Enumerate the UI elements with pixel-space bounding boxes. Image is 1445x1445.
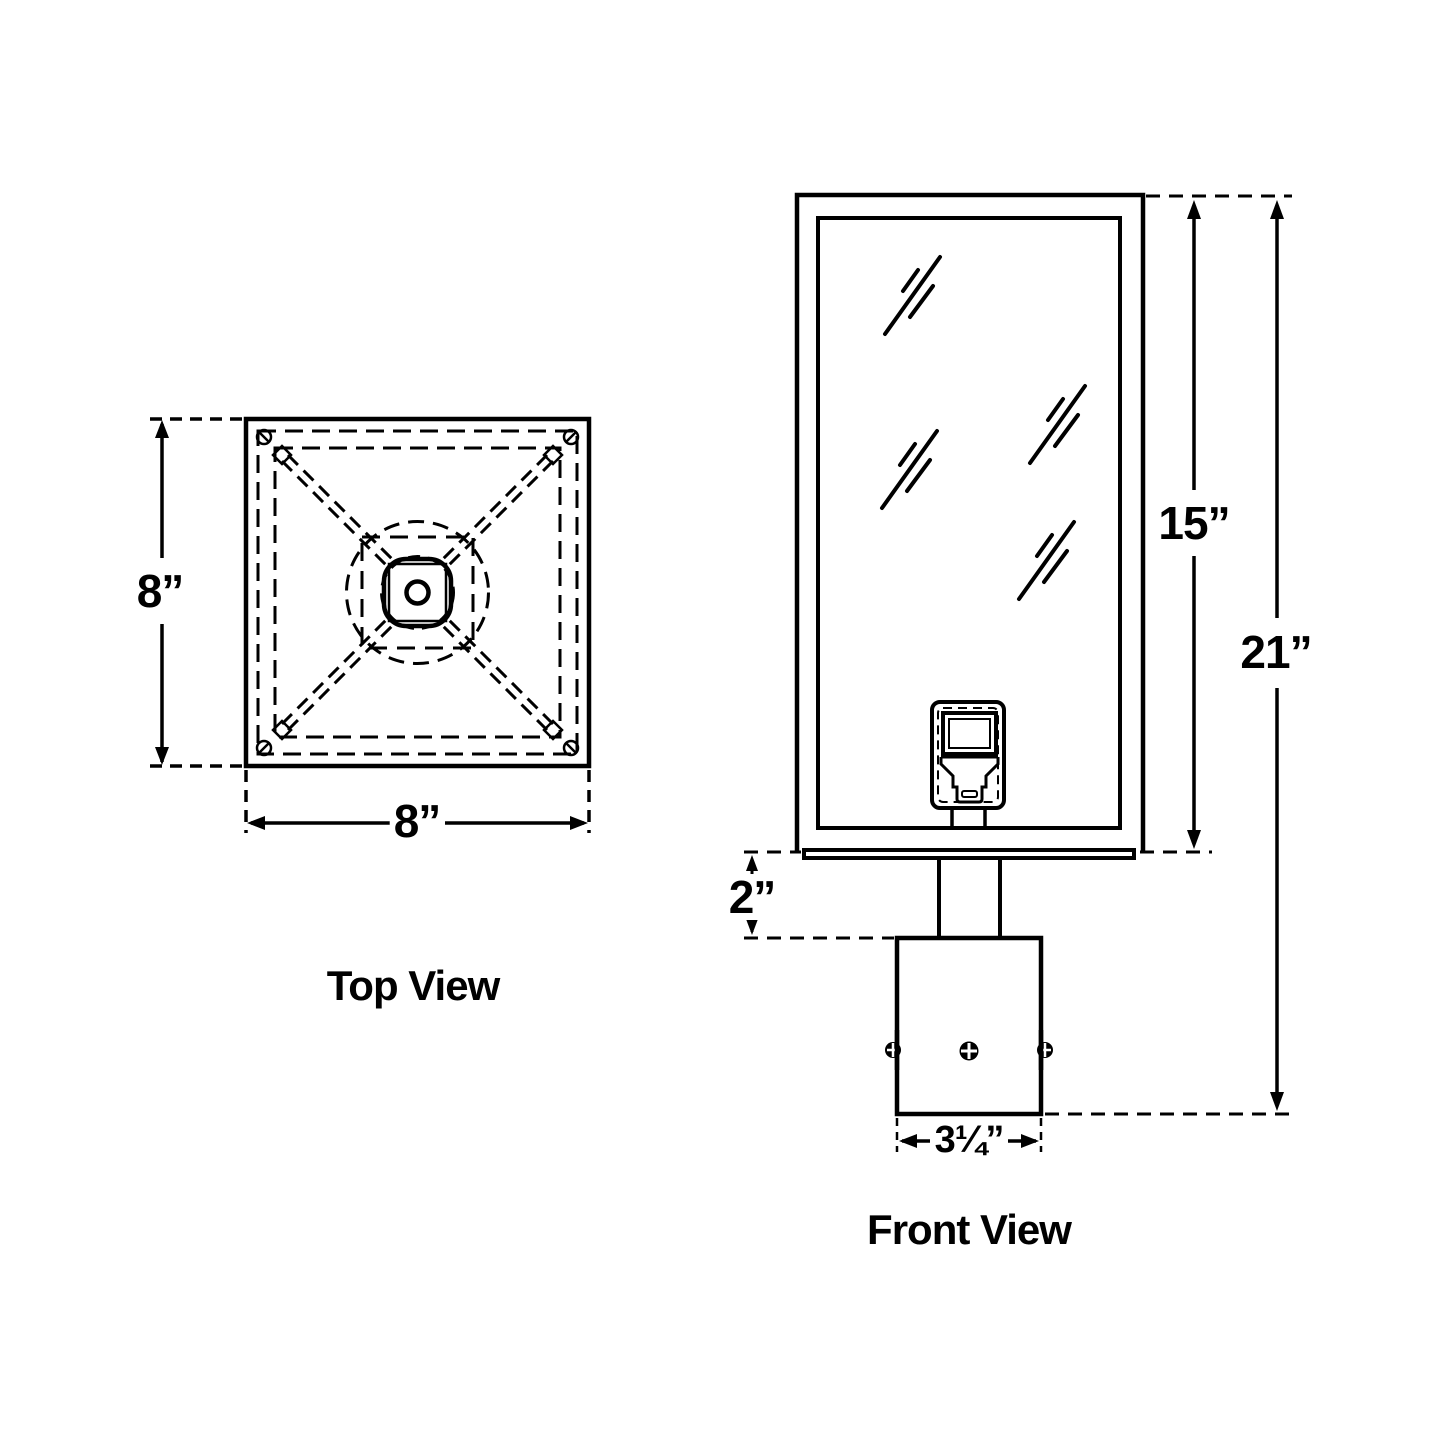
glass-reflection-marks xyxy=(880,255,1087,601)
brace-end-pads xyxy=(271,444,564,741)
mounting-stem xyxy=(937,858,1002,938)
top-inner-dashed-frames xyxy=(256,429,579,756)
top-view-title: Top View xyxy=(326,962,500,1009)
center-hole-icon xyxy=(404,579,431,606)
dim-height-8 xyxy=(150,417,242,768)
front-view-drawing xyxy=(744,192,1292,1152)
dim-label-glass-height: 15” xyxy=(1154,500,1234,546)
corner-screw-icons xyxy=(255,428,580,757)
base-plate xyxy=(802,848,1136,860)
dim-21 xyxy=(1270,200,1284,1111)
post-screw-icons xyxy=(885,1030,1053,1070)
post-width-extension-lines xyxy=(895,1118,1043,1152)
diagonal-braces xyxy=(280,453,555,732)
dim-15 xyxy=(1187,200,1201,849)
dim-label-stem-height: 2” xyxy=(724,874,780,920)
dim-label-top-height: 8” xyxy=(132,568,188,614)
dim-label-top-width: 8” xyxy=(389,798,445,844)
lamp-socket xyxy=(930,700,1006,828)
center-hub xyxy=(345,520,490,665)
front-view-title: Front View xyxy=(867,1206,1072,1253)
dim-label-total-height: 21” xyxy=(1236,629,1316,675)
glass-pane xyxy=(816,216,1122,830)
dim-label-post-width: 3¼” xyxy=(930,1121,1008,1159)
dim-2 xyxy=(746,855,758,935)
dim-post-width xyxy=(899,1134,1039,1148)
top-outer-square xyxy=(243,416,592,769)
dim-width-8 xyxy=(244,770,591,833)
mounting-post xyxy=(894,935,1044,1117)
top-view-drawing xyxy=(150,416,592,833)
extension-lines xyxy=(744,194,1292,1116)
lantern-frame xyxy=(794,192,1146,852)
